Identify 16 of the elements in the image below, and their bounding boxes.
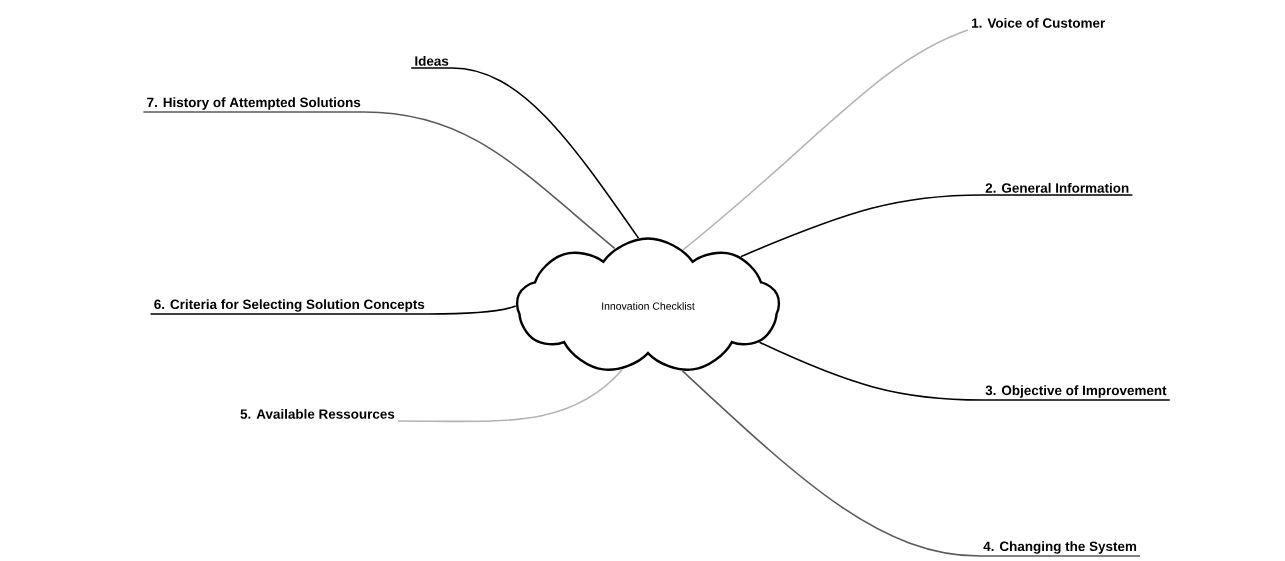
- branch-line: [142, 111, 616, 250]
- branch-line: [410, 67, 640, 239]
- branch-line: [681, 370, 1141, 557]
- branch-label: 7. History of Attempted Solutions: [147, 97, 361, 110]
- branch-label: 2. General Information: [985, 182, 1129, 193]
- branch-label: 5. Available Ressources: [240, 408, 395, 419]
- branch-line: [740, 194, 1134, 258]
- branch-line: [397, 368, 624, 423]
- branch-label: 1. Voice of Customer: [972, 17, 1105, 28]
- branch-label: 4. Changing the System: [983, 541, 1137, 554]
- branch-line: [758, 341, 1171, 401]
- branch-label: 3. Objective of Improvement: [985, 385, 1167, 398]
- branch-line: [682, 29, 969, 251]
- branch-label: Ideas: [415, 55, 449, 66]
- branch-label: 6. Criteria for Selecting Solution Concepts: [154, 299, 425, 312]
- branch-line: [149, 305, 517, 315]
